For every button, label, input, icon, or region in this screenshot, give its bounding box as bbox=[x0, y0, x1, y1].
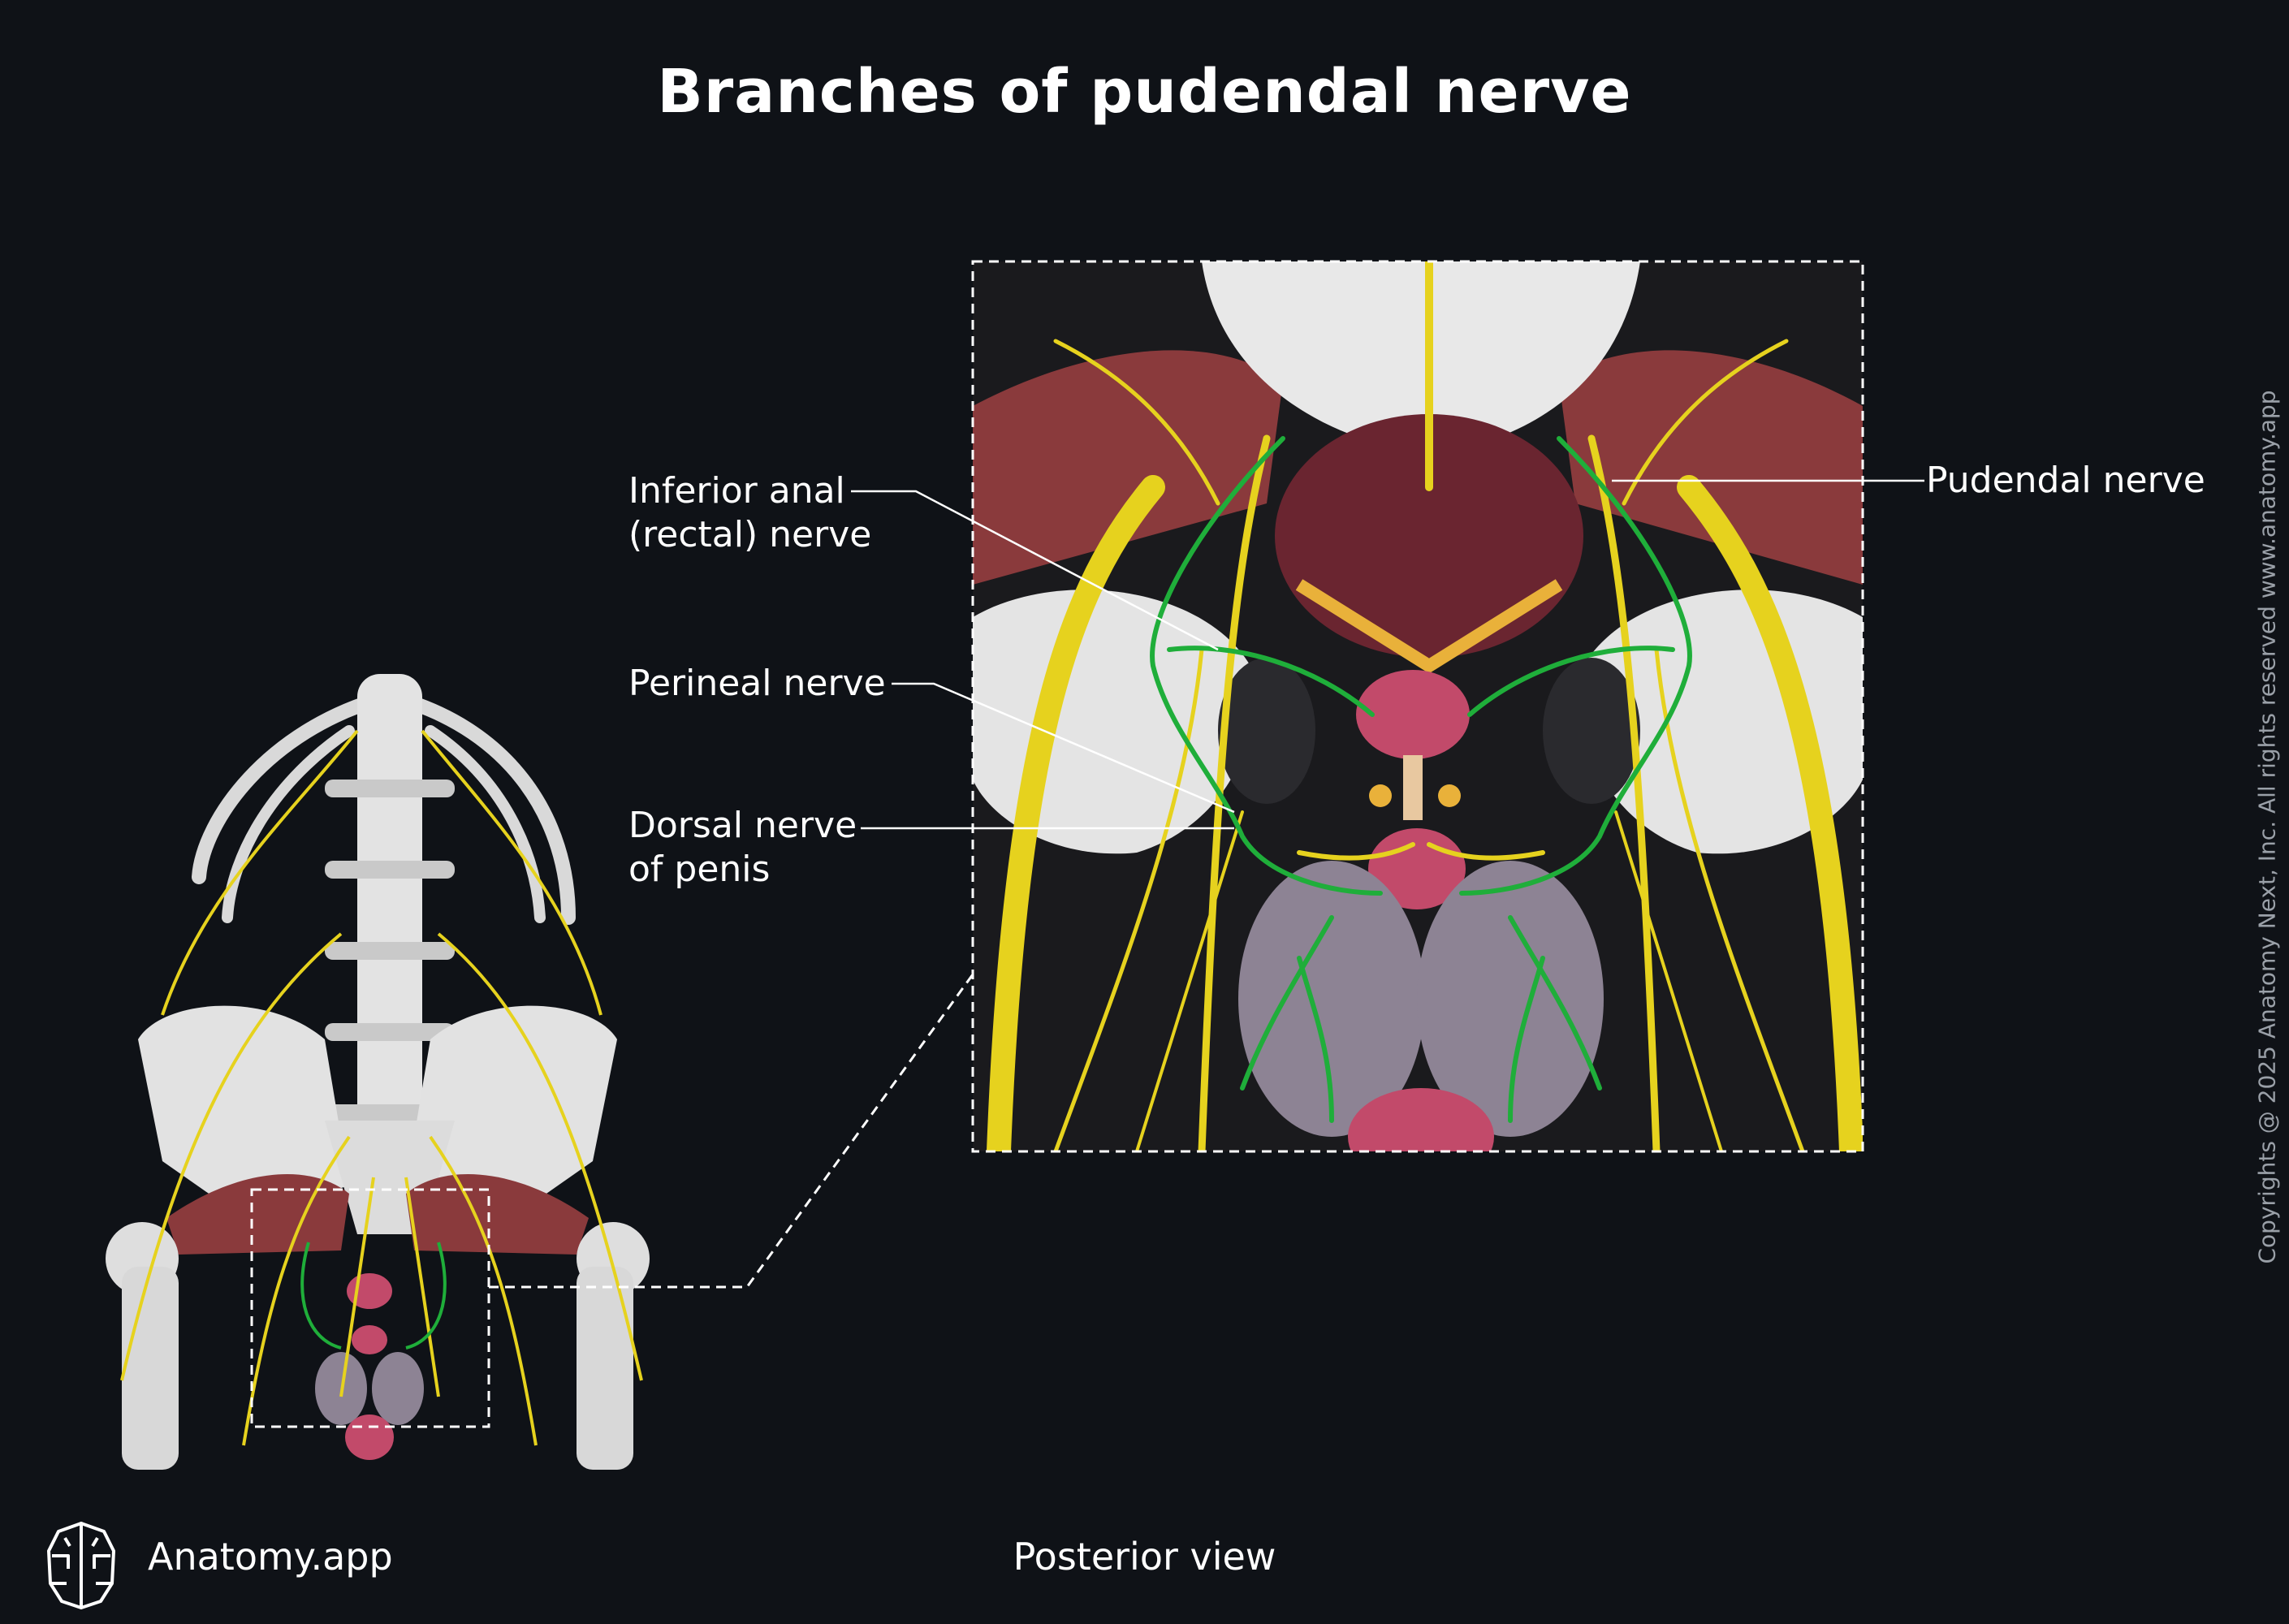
label-perineal-nerve: Perineal nerve bbox=[628, 663, 886, 704]
label-inferior-anal-nerve: Inferior anal (rectal) nerve bbox=[628, 469, 871, 557]
label-pudendal-nerve: Pudendal nerve bbox=[1926, 460, 2205, 501]
label-dorsal-nerve-of-penis: Dorsal nerve of penis bbox=[628, 804, 857, 892]
label-dorsal-line1: Dorsal nerve bbox=[628, 805, 857, 846]
small-pelvis-overview bbox=[106, 674, 974, 1470]
zoom-region-box bbox=[250, 1188, 490, 1428]
label-inferior-anal-line1: Inferior anal bbox=[628, 470, 845, 512]
leader-lines bbox=[851, 479, 1924, 830]
page-title: Branches of pudendal nerve bbox=[657, 57, 1632, 127]
zoom-detail-frame bbox=[971, 260, 1864, 1153]
zoom-detail-view bbox=[973, 261, 1863, 1151]
brain-logo-icon bbox=[47, 1522, 115, 1609]
label-inferior-anal-line2: (rectal) nerve bbox=[628, 514, 872, 555]
brand-name: Anatomy.app bbox=[148, 1535, 393, 1579]
view-caption: Posterior view bbox=[1013, 1535, 1276, 1579]
zoom-connector-line bbox=[489, 974, 974, 1289]
label-dorsal-line2: of penis bbox=[628, 849, 771, 890]
leader-perineal bbox=[892, 682, 1235, 814]
leader-inferior-anal bbox=[851, 490, 1219, 651]
copyright-notice: Copyrights @ 2025 Anatomy Next, Inc. All… bbox=[2253, 390, 2281, 1264]
